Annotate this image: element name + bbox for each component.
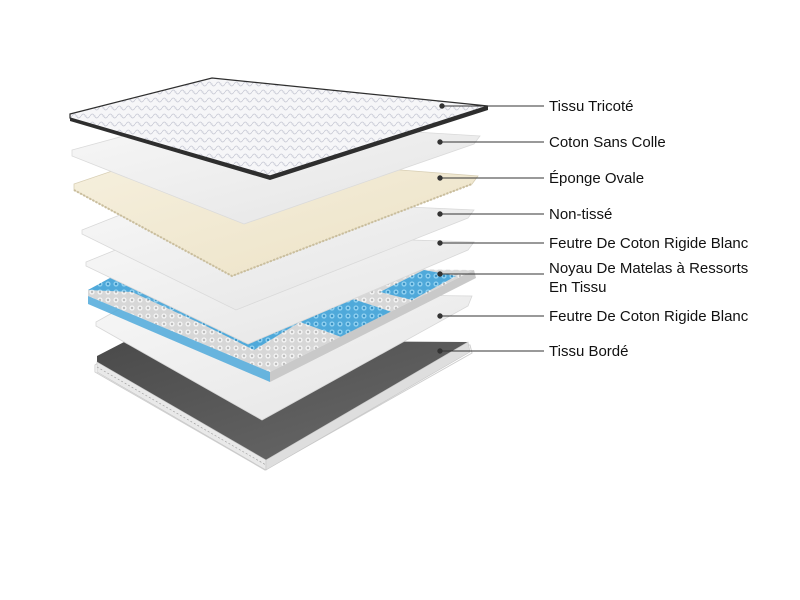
leader-dot-6	[437, 271, 443, 277]
label-noyau-ressorts: Noyau De Matelas à Ressorts En Tissu	[549, 259, 748, 297]
label-feutre-2: Feutre De Coton Rigide Blanc	[549, 308, 749, 325]
label-tissu-borde: Tissu Bordé	[549, 343, 629, 360]
leader-lines	[437, 103, 544, 354]
label-feutre-1: Feutre De Coton Rigide Blanc	[549, 235, 749, 252]
leader-dot-3	[437, 175, 443, 181]
label-tissu-tricote: Tissu Tricoté	[549, 98, 634, 115]
leader-dot-8	[437, 348, 443, 354]
layer-tissu-tricote	[69, 77, 489, 180]
leader-dot-5	[437, 240, 443, 246]
label-noyau-ressorts-line1: Noyau De Matelas à Ressorts	[549, 260, 749, 277]
label-eponge-ovale: Éponge Ovale	[549, 170, 645, 187]
leader-dot-1	[439, 103, 445, 109]
label-coton-sans-colle: Coton Sans Colle	[549, 134, 666, 151]
label-non-tisse: Non-tissé	[549, 206, 613, 223]
leader-dot-7	[437, 313, 443, 319]
leader-dot-2	[437, 139, 443, 145]
label-noyau-ressorts-line2: En Tissu	[549, 279, 607, 296]
leader-dot-4	[437, 211, 443, 217]
